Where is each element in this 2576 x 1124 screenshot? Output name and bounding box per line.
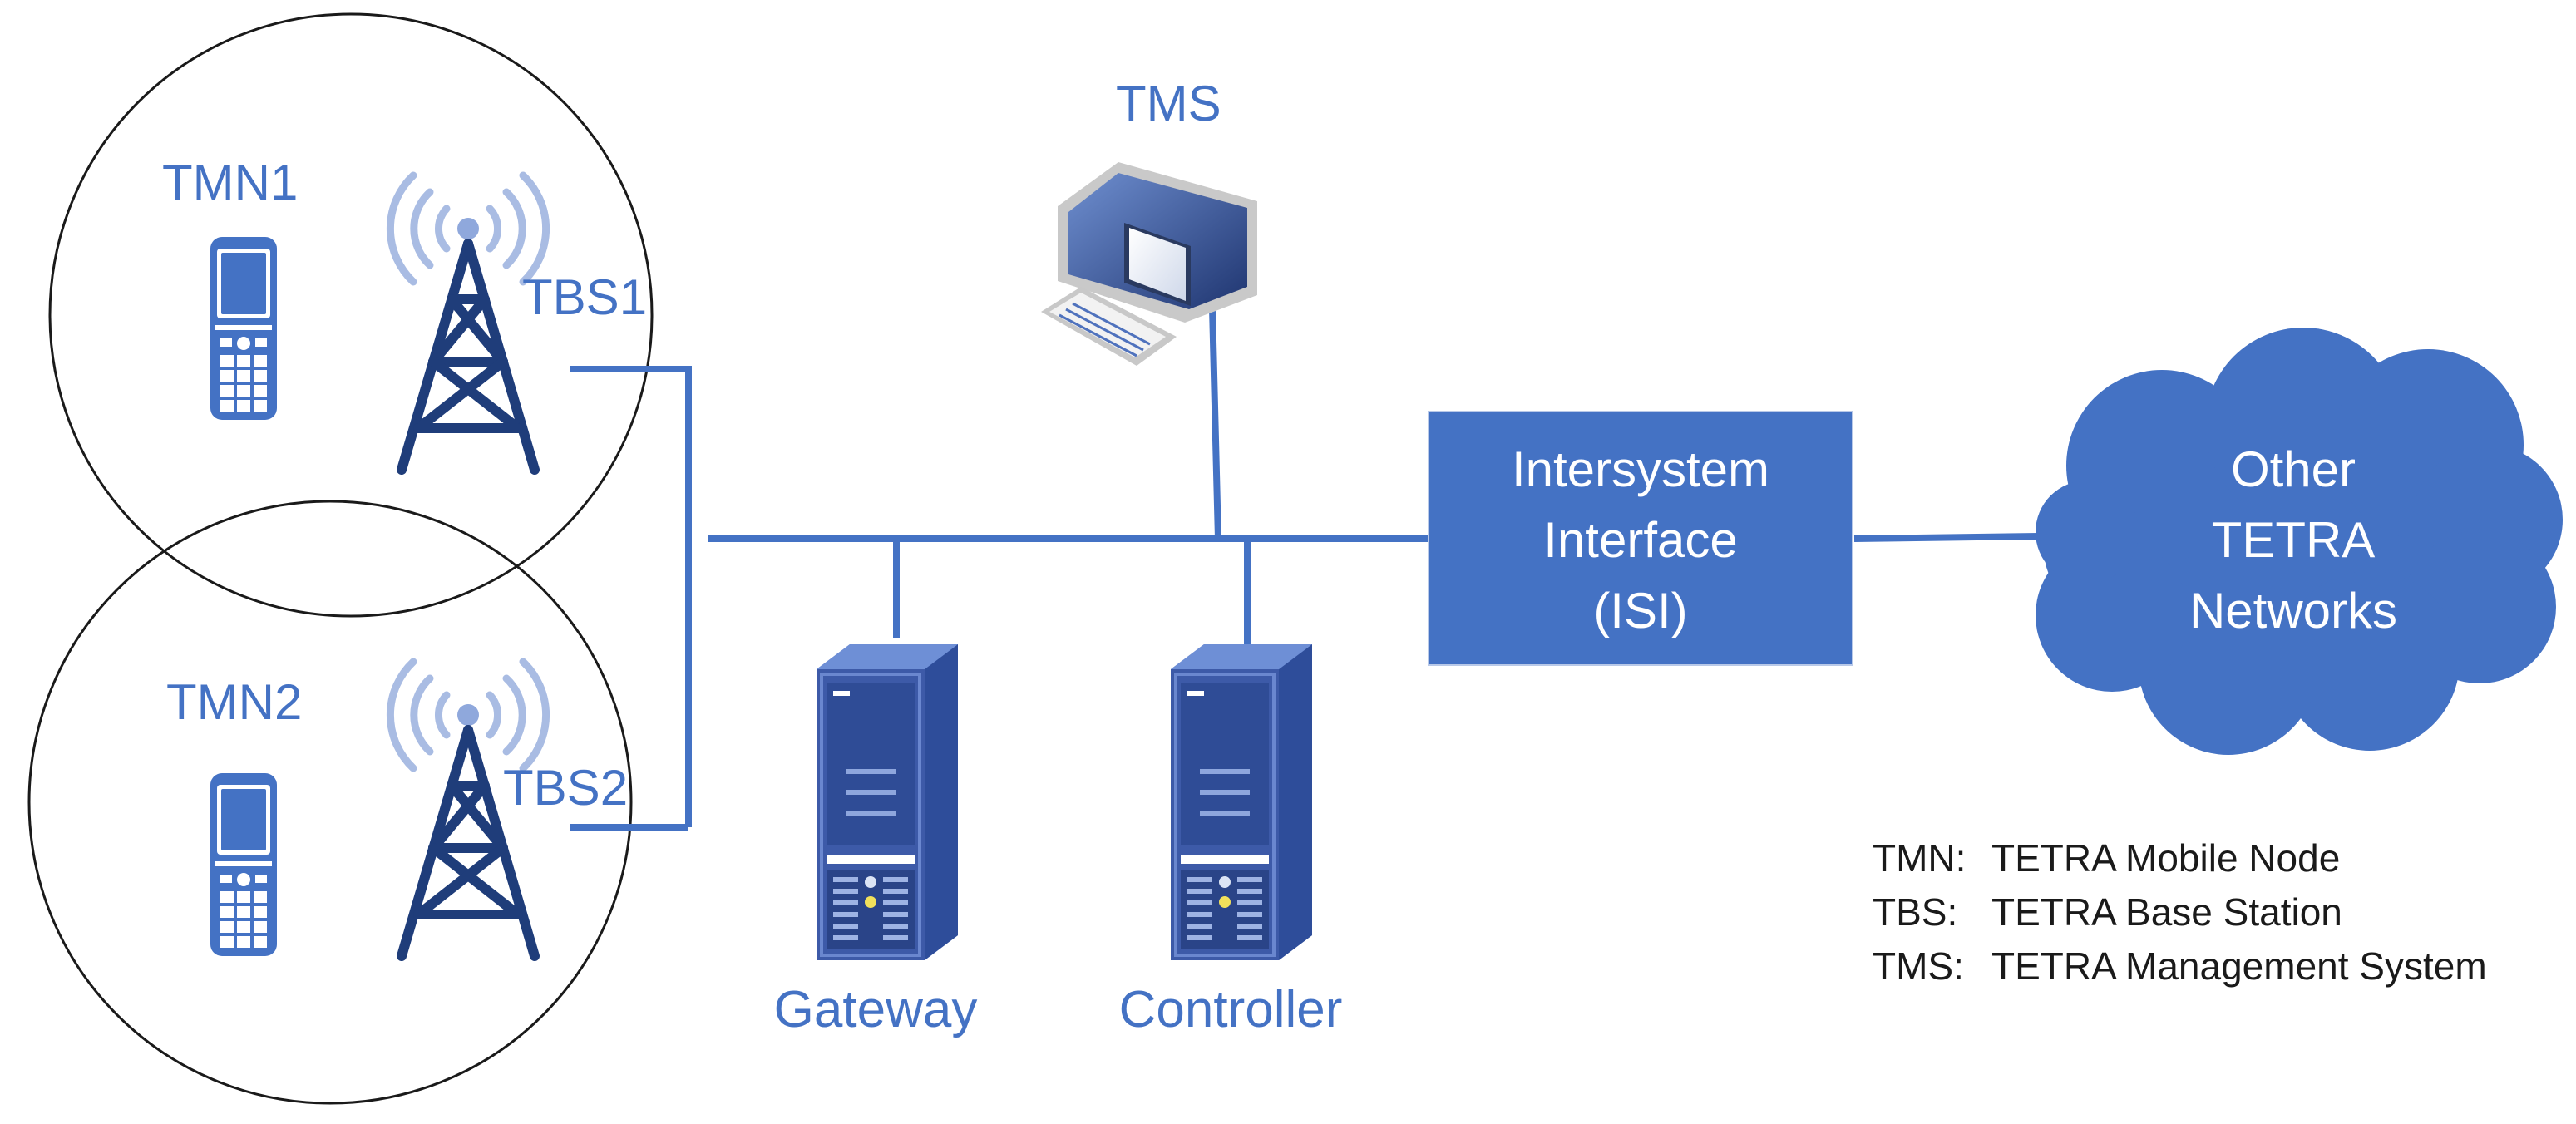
cloud-icon	[2036, 328, 2563, 755]
cell-boundary-1	[48, 12, 654, 618]
legend-abbr: TBS:	[1873, 890, 1957, 934]
legend-entry: TMN: TETRA Mobile Node	[1873, 836, 2340, 880]
controller-server: Controller	[1119, 643, 1343, 1038]
computer-icon	[1041, 162, 1257, 366]
tmn2-label: TMN2	[166, 674, 302, 730]
tms-link	[1209, 307, 1221, 540]
tms-label: TMS	[1116, 76, 1221, 131]
legend: TMN: TETRA Mobile Node TBS: TETRA Base S…	[1873, 836, 2487, 988]
legend-text: TETRA Base Station	[1991, 890, 2342, 934]
cell-2: TMN2 TBS2	[166, 662, 628, 956]
isi-line-3: (ISI)	[1593, 583, 1687, 638]
gateway-label: Gateway	[774, 981, 978, 1038]
controller-label: Controller	[1119, 981, 1343, 1038]
legend-abbr: TMN:	[1873, 836, 1966, 880]
isi-cloud-link	[1853, 533, 2040, 542]
legend-entry: TMS: TETRA Management System	[1873, 944, 2487, 988]
gateway-server: Gateway	[774, 643, 978, 1038]
tbs1-label: TBS1	[522, 269, 647, 325]
cell-1: TMN1 TBS1	[162, 155, 647, 470]
cloud-line-2: TETRA	[2212, 512, 2376, 568]
tbs1-link	[570, 366, 692, 827]
legend-text: TETRA Mobile Node	[1991, 836, 2340, 880]
isi-block: Intersystem Interface (ISI)	[1428, 411, 1853, 666]
legend-abbr: TMS:	[1873, 944, 1964, 988]
cloud-line-3: Networks	[2189, 583, 2397, 638]
mobile-phone-icon	[210, 773, 277, 956]
legend-entry: TBS: TETRA Base Station	[1873, 890, 2342, 934]
tbs2-label: TBS2	[503, 760, 628, 816]
isi-box	[1428, 411, 1853, 666]
isi-line-1: Intersystem	[1512, 441, 1769, 497]
legend-text: TETRA Management System	[1991, 944, 2487, 988]
tms-workstation: TMS	[1041, 76, 1257, 366]
cloud-line-1: Other	[2231, 441, 2356, 497]
other-networks-cloud: Other TETRA Networks	[2036, 328, 2563, 755]
connection-lines	[570, 307, 2040, 831]
cell-boundary-2	[27, 500, 633, 1105]
isi-line-2: Interface	[1543, 512, 1737, 568]
mobile-phone-icon	[210, 237, 277, 420]
tmn1-label: TMN1	[162, 155, 298, 210]
server-icon	[1169, 643, 1314, 962]
server-icon	[815, 643, 960, 962]
